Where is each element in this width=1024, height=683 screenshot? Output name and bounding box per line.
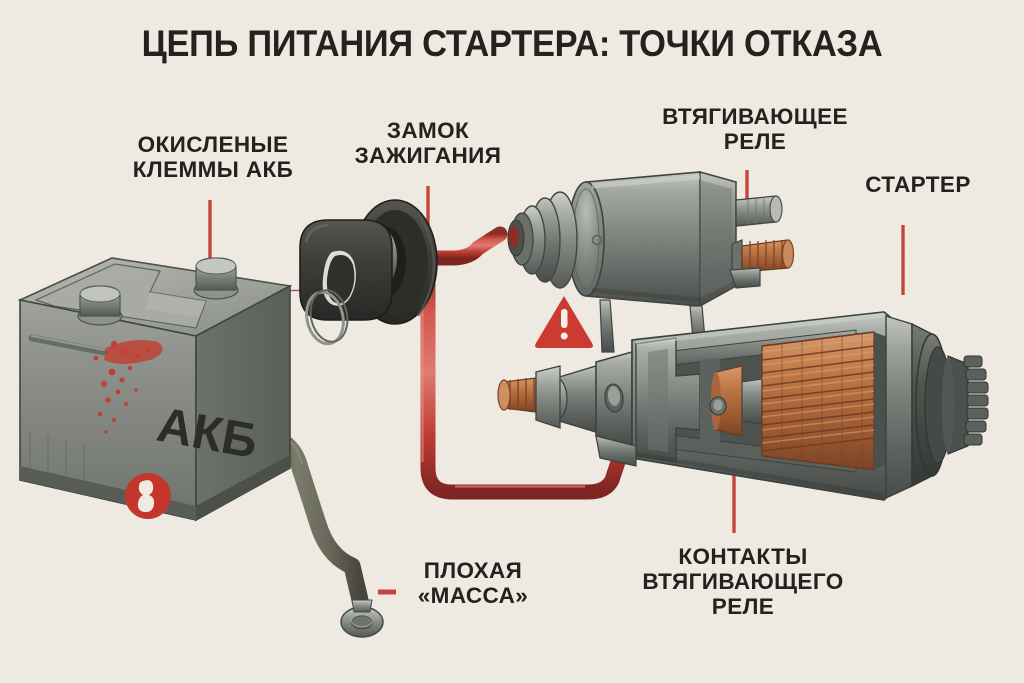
battery: АКБ [17, 257, 293, 522]
label-ignition-lock: ЗАМОК ЗАЖИГАНИЯ [354, 118, 502, 169]
starter-drive-end [497, 365, 597, 433]
starter-rear-end [885, 315, 989, 500]
armature-windings [761, 331, 875, 471]
battery-terminal-positive [193, 257, 239, 300]
solenoid-terminal-ignition [735, 195, 783, 227]
label-solenoid-relay: ВТЯГИВАЮЩЕЕ РЕЛЕ [662, 104, 848, 155]
page-title: ЦЕПЬ ПИТАНИЯ СТАРТЕРА: ТОЧКИ ОТКАЗА [141, 23, 883, 64]
battery-terminal-negative [77, 285, 123, 326]
pinion-gear [963, 355, 989, 446]
label-oxidized-terminals: ОКИСЛЕНЫЕ КЛЕММЫ АКБ [132, 132, 294, 183]
warning-triangle-icon [535, 296, 593, 348]
solenoid-terminal-battery [729, 239, 795, 289]
label-starter: СТАРТЕР [865, 172, 971, 197]
corrosion-badge-icon [125, 473, 171, 519]
label-solenoid-contacts: КОНТАКТЫ ВТЯГИВАЮЩЕГО РЕЛЕ [642, 544, 844, 620]
label-bad-ground: ПЛОХАЯ «МАССА» [417, 558, 529, 609]
ignition-lock [299, 199, 438, 346]
